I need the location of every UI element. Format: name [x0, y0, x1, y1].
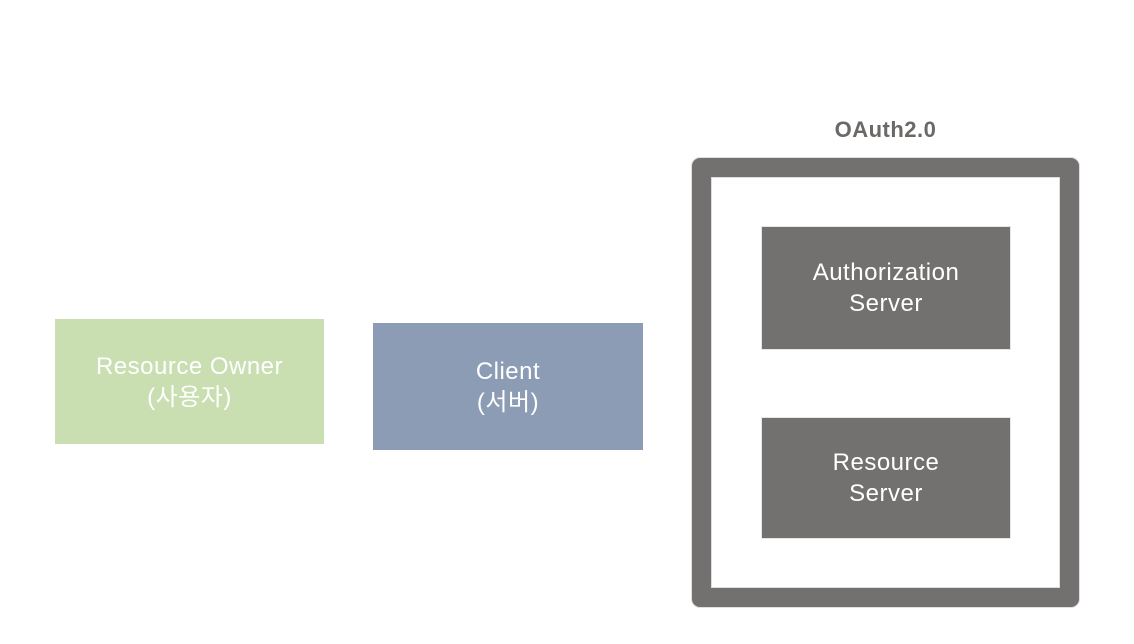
client-label: Client	[475, 357, 541, 385]
client-sublabel: (서버)	[476, 388, 540, 416]
resource-server-label-line2: Server	[849, 480, 923, 507]
resource-owner-sublabel: (사용자)	[147, 383, 232, 411]
resource-server-label-line1: Resource	[832, 449, 940, 476]
authorization-server-label-line1: Authorization	[812, 259, 960, 286]
node-authorization-server: Authorization Server	[762, 227, 1010, 349]
resource-owner-label: Resource Owner	[95, 352, 284, 380]
authorization-server-label-line2: Server	[849, 290, 923, 317]
oauth-container-title: OAuth2.0	[834, 117, 937, 142]
oauth-container-frame: Authorization Server Resource Server	[692, 158, 1079, 607]
node-client: Client (서버)	[373, 323, 643, 450]
node-resource-owner: Resource Owner (사용자)	[55, 319, 324, 444]
node-resource-server: Resource Server	[762, 418, 1010, 538]
oauth-container-interior: Authorization Server Resource Server	[712, 178, 1059, 587]
